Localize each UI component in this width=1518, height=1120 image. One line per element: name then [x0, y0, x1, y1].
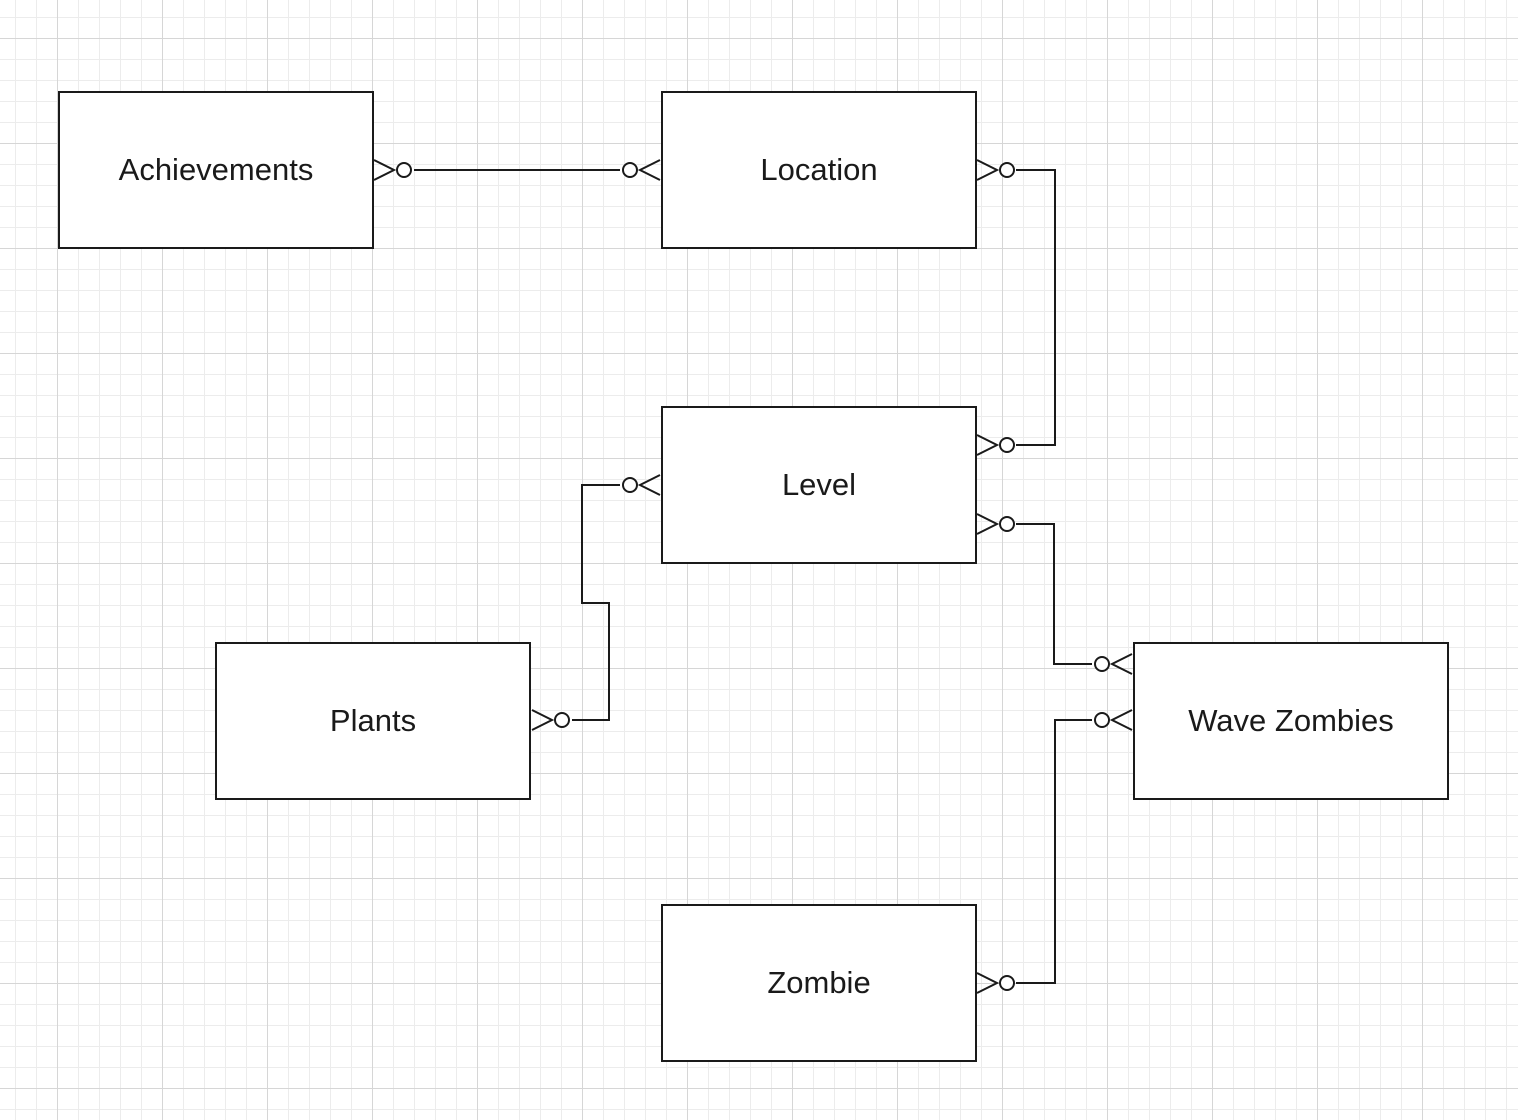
relationship-level-wave-zombies[interactable] [976, 513, 1133, 675]
entity-label: Achievements [118, 152, 314, 187]
entity-label: Wave Zombies [1188, 703, 1394, 738]
entity-zombie[interactable]: Zombie [661, 904, 977, 1062]
entity-level[interactable]: Level [661, 406, 977, 564]
entity-plants[interactable]: Plants [215, 642, 531, 800]
relationship-achievements-location[interactable] [373, 159, 661, 181]
entity-label: Level [781, 467, 857, 502]
entity-label: Location [760, 152, 878, 187]
relationship-zombie-wave-zombies[interactable] [976, 709, 1133, 994]
entity-achievements[interactable]: Achievements [58, 91, 374, 249]
entity-label: Plants [329, 703, 417, 738]
relationship-level-plants[interactable] [531, 474, 661, 731]
entity-location[interactable]: Location [661, 91, 977, 249]
relationship-location-level[interactable] [976, 159, 1056, 456]
entity-label: Zombie [767, 965, 871, 1000]
entity-wave-zombies[interactable]: Wave Zombies [1133, 642, 1449, 800]
